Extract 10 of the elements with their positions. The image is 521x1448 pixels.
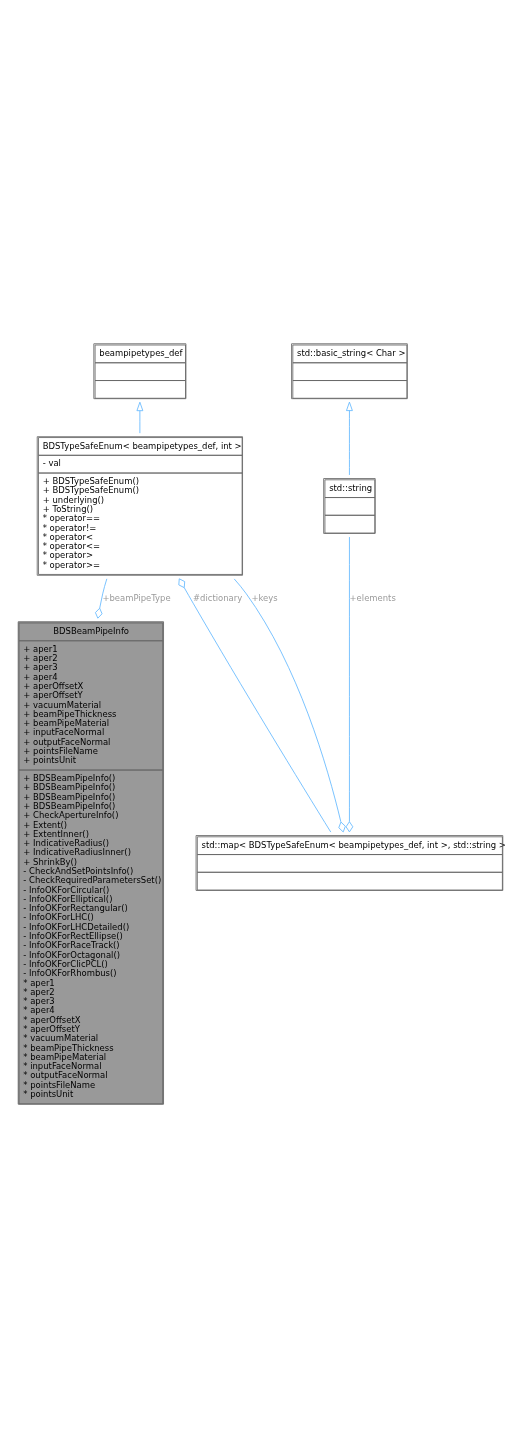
- edge-label: #dictionary: [193, 592, 243, 603]
- arrow: [346, 401, 353, 476]
- edge-label: +elements: [349, 592, 396, 603]
- connector: [95, 578, 108, 619]
- arrow: [136, 401, 144, 434]
- edge-label: +keys: [251, 592, 278, 603]
- connector: [233, 578, 346, 833]
- edge-label: +beamPipeType: [102, 592, 171, 603]
- connector: [178, 578, 332, 833]
- connector: [345, 536, 354, 833]
